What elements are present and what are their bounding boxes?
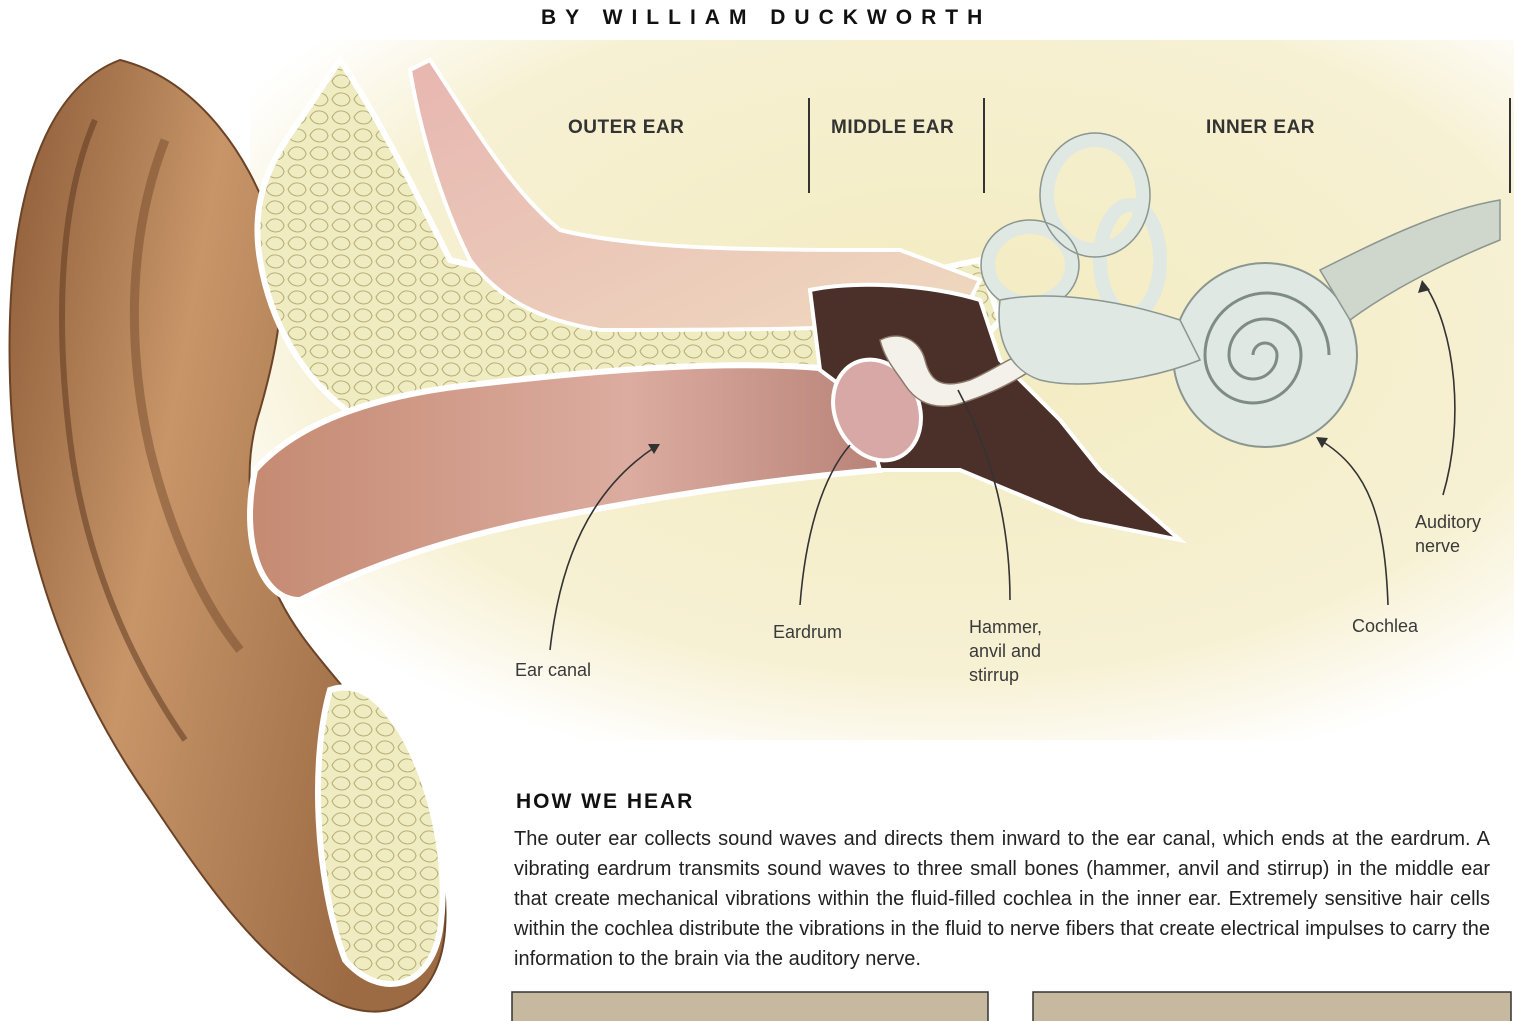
ossicles-label-line-3: stirrup (969, 663, 1042, 687)
eardrum-label: Eardrum (773, 620, 842, 644)
bottom-panel-left (512, 992, 988, 1021)
cochlea-shape (1173, 263, 1357, 447)
outer-ear-label: OUTER EAR (568, 117, 684, 139)
bottom-panel-right (1033, 992, 1511, 1021)
ossicles-label-line-2: anvil and (969, 639, 1042, 663)
ossicles-label-line-1: Hammer, (969, 615, 1042, 639)
auditory-nerve-label-line-1: Auditory (1415, 510, 1481, 534)
auditory-nerve-label-line-2: nerve (1415, 534, 1481, 558)
inner-ear-label: INNER EAR (1206, 117, 1315, 139)
middle-ear-label: MIDDLE EAR (831, 117, 954, 139)
ear-canal-label: Ear canal (515, 658, 591, 682)
auditory-nerve-label: Auditory nerve (1415, 510, 1481, 558)
byline: BY WILLIAM DUCKWORTH (541, 6, 991, 30)
ossicles-label: Hammer, anvil and stirrup (969, 615, 1042, 687)
article-body: The outer ear collects sound waves and d… (514, 824, 1490, 974)
cochlea-label: Cochlea (1352, 614, 1418, 638)
article-heading: HOW WE HEAR (516, 790, 694, 814)
